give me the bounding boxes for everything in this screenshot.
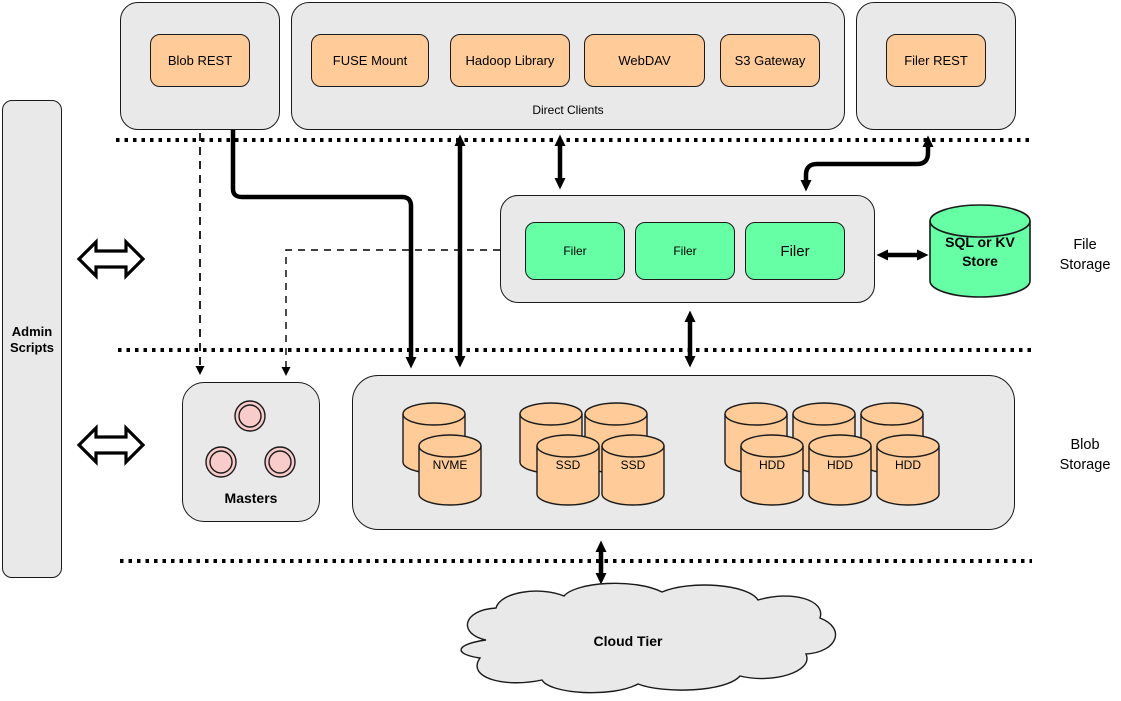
ssd-label-2-text: SSD xyxy=(620,458,646,472)
admin-blob-tier-double-arrow-icon xyxy=(76,424,146,466)
admin-scripts-label: Admin Scripts xyxy=(6,318,58,362)
ssd-label-1: SSD xyxy=(537,456,599,474)
filer-2-label: Filer xyxy=(673,244,697,258)
blob-storage-tier-label-text: Blob Storage xyxy=(1059,437,1111,473)
masters-label-text: Masters xyxy=(224,490,278,506)
hdd-label-3: HDD xyxy=(877,456,939,474)
hadoop-library-label: Hadoop Library xyxy=(465,53,555,68)
node-s3-gateway: S3 Gateway xyxy=(720,34,820,87)
node-fuse-mount: FUSE Mount xyxy=(311,34,429,87)
arrow-filerrest-filers-bidirectional xyxy=(800,135,934,192)
node-blob-rest: Blob REST xyxy=(150,34,250,87)
s3-gateway-label: S3 Gateway xyxy=(734,53,806,68)
dashed-arrow-filer-to-masters xyxy=(281,249,500,376)
fuse-mount-label: FUSE Mount xyxy=(332,53,408,68)
filer-1-label: Filer xyxy=(563,244,587,258)
ssd-label-2: SSD xyxy=(602,456,664,474)
node-filer-rest: Filer REST xyxy=(886,34,986,87)
sql-kv-store-label-text: SQL or KV Store xyxy=(945,234,1015,269)
direct-clients-label-text: Direct Clients xyxy=(532,103,604,117)
node-hadoop-library: Hadoop Library xyxy=(450,34,570,87)
masters-label: Masters xyxy=(182,488,320,508)
node-webdav: WebDAV xyxy=(584,34,705,87)
blob-storage-tier-label: Blob Storage xyxy=(1048,433,1121,477)
hdd-label-1-text: HDD xyxy=(759,458,785,472)
sql-kv-store-label: SQL or KV Store xyxy=(935,231,1025,273)
nvme-label: NVME xyxy=(419,456,481,474)
admin-scripts-box xyxy=(2,100,62,578)
arrow-blobrest-to-volumes xyxy=(230,130,417,369)
hdd-label-3-text: HDD xyxy=(895,458,921,472)
ssd-label-1-text: SSD xyxy=(555,458,581,472)
file-storage-tier-label: File Storage xyxy=(1048,233,1121,277)
node-filer-1: Filer xyxy=(525,222,625,280)
filer-rest-label: Filer REST xyxy=(904,53,968,68)
direct-clients-label: Direct Clients xyxy=(291,100,845,120)
cloud-tier-label-text: Cloud Tier xyxy=(593,633,663,649)
hdd-label-2-text: HDD xyxy=(827,458,853,472)
blob-rest-label: Blob REST xyxy=(167,53,233,68)
admin-file-tier-double-arrow-icon xyxy=(76,238,146,280)
admin-scripts-label-text: Admin Scripts xyxy=(9,324,55,355)
node-filer-2: Filer xyxy=(635,222,735,280)
node-filer-3: Filer xyxy=(745,222,845,280)
volume-servers-container xyxy=(352,375,1015,530)
file-storage-tier-label-text: File Storage xyxy=(1059,237,1111,273)
cloud-tier-label: Cloud Tier xyxy=(558,631,698,651)
hdd-label-1: HDD xyxy=(741,456,803,474)
filer-3-label: Filer xyxy=(780,242,810,260)
webdav-label: WebDAV xyxy=(618,53,671,68)
hdd-label-2: HDD xyxy=(809,456,871,474)
nvme-label-text: NVME xyxy=(432,458,468,472)
